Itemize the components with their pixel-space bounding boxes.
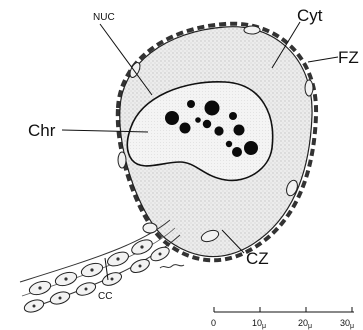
label-nucleus: NUC xyxy=(93,12,115,23)
scale-tick-10: 10μ xyxy=(252,318,266,330)
leader-fz xyxy=(308,57,338,62)
label-cytoplasm: Cyt xyxy=(297,6,323,25)
label-follicle-zone: FZ xyxy=(338,48,359,67)
scale-tick-30: 30μ xyxy=(340,318,354,330)
scale-tick-0: 0 xyxy=(211,318,216,328)
label-chromatin: Chr xyxy=(28,121,56,140)
scale-tick-20: 20μ xyxy=(298,318,312,330)
label-cell-contact: CC xyxy=(98,291,112,302)
label-cortical-zone: CZ xyxy=(246,249,269,268)
scale-bar: 0 10μ 20μ 30μ xyxy=(211,307,354,330)
